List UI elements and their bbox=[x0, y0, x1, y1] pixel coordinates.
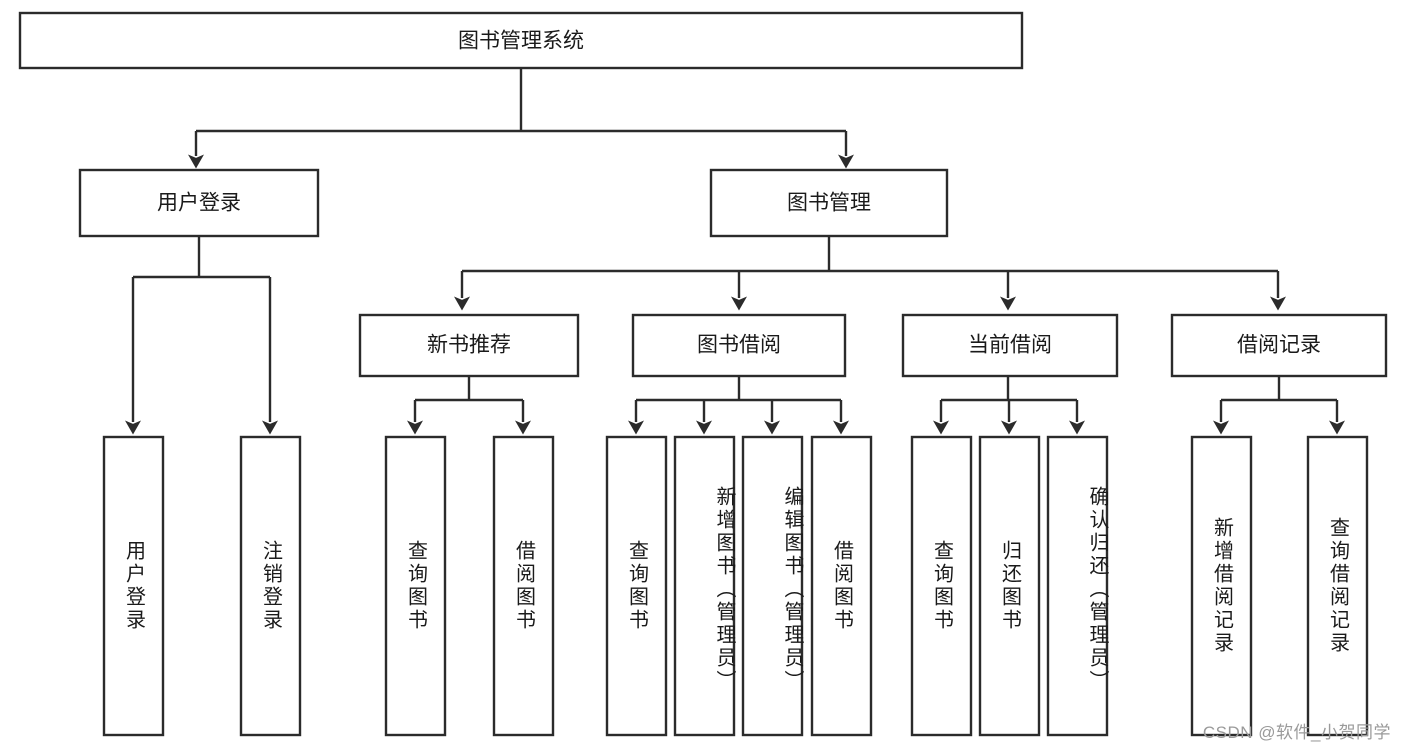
leaf-box-user-login-2[interactable] bbox=[239, 435, 302, 737]
leaf-box-current-borrow-1[interactable] bbox=[910, 435, 973, 737]
leaf-box-book-borrow-2[interactable] bbox=[673, 435, 736, 737]
leaf-box-user-login-1[interactable] bbox=[102, 435, 165, 737]
node-root-label: 图书管理系统 bbox=[458, 30, 584, 53]
node-book-management-label: 图书管理 bbox=[787, 192, 871, 215]
leaf-box-current-borrow-3[interactable] bbox=[1046, 435, 1109, 737]
leaf-box-current-borrow-2[interactable] bbox=[978, 435, 1041, 737]
leaf-box-book-borrow-3[interactable] bbox=[741, 435, 804, 737]
node-new-book-recommend[interactable] bbox=[358, 313, 580, 378]
node-book-borrow-label: 图书借阅 bbox=[697, 334, 781, 357]
leaf-box-borrow-record-1[interactable] bbox=[1190, 435, 1253, 737]
node-current-borrow-label: 当前借阅 bbox=[968, 334, 1052, 357]
node-user-login-label: 用户登录 bbox=[157, 192, 241, 215]
leaf-box-borrow-record-2[interactable] bbox=[1306, 435, 1369, 737]
node-root[interactable] bbox=[18, 11, 1024, 70]
node-borrow-record-label: 借阅记录 bbox=[1237, 334, 1321, 357]
leaf-box-book-borrow-4[interactable] bbox=[810, 435, 873, 737]
node-user-login[interactable] bbox=[78, 168, 320, 238]
leaf-box-new-book-1[interactable] bbox=[384, 435, 447, 737]
node-current-borrow[interactable] bbox=[901, 313, 1119, 378]
watermark-text: CSDN @软件_小贺同学 bbox=[1202, 723, 1391, 742]
node-book-borrow[interactable] bbox=[631, 313, 847, 378]
leaf-box-book-borrow-1[interactable] bbox=[605, 435, 668, 737]
leaf-box-new-book-2[interactable] bbox=[492, 435, 555, 737]
node-book-management[interactable] bbox=[709, 168, 949, 238]
node-new-book-label: 新书推荐 bbox=[427, 334, 511, 357]
node-borrow-record[interactable] bbox=[1170, 313, 1388, 378]
